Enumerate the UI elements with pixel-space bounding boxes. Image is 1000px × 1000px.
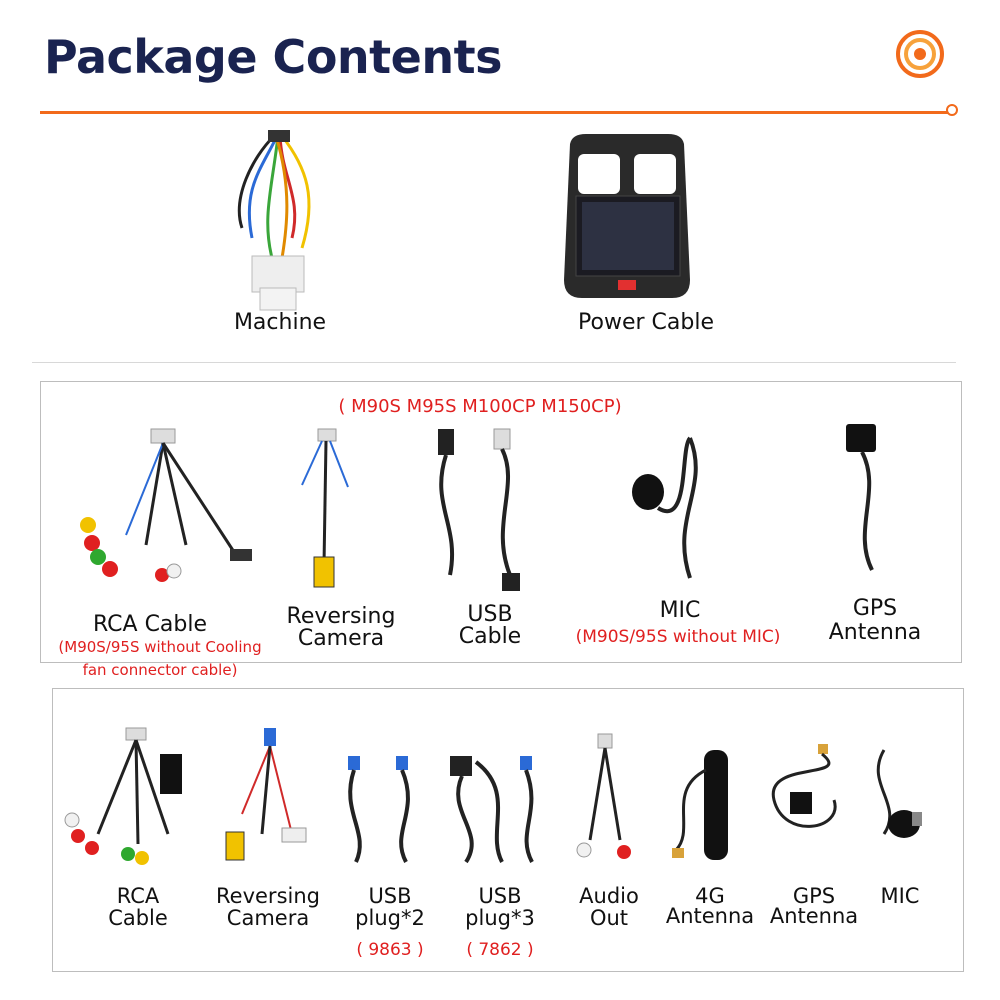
ext-label-audio-2: Out xyxy=(589,906,629,930)
header-divider xyxy=(40,111,950,114)
ext-label-rca-2: Cable xyxy=(108,906,168,930)
item-label-rca-cable: RCA Cable xyxy=(92,612,208,637)
wiring-harness-image xyxy=(237,130,311,311)
item-label-machine: Machine xyxy=(233,310,327,335)
ext-label-4g-1: 4G xyxy=(695,884,725,908)
mic-image xyxy=(632,436,698,579)
ext-label-mic: MIC xyxy=(880,884,920,908)
audio-out-cable-image xyxy=(576,733,631,859)
mic-note: (M90S/95S without MIC) xyxy=(575,627,781,647)
gps-antenna-2-image xyxy=(771,744,837,828)
section-box-extended xyxy=(52,688,964,972)
item-label-reversing-camera-1: Reversing xyxy=(286,604,396,629)
reversing-camera-cable-image xyxy=(301,428,349,588)
usb-plug-3-image xyxy=(450,756,534,864)
rca-note-line1: (M90S/95S without Cooling xyxy=(58,638,262,656)
ext-label-gps-2: Antenna xyxy=(769,904,859,928)
ext-label-reversing-1: Reversing xyxy=(216,884,320,908)
ext-label-rca-1: RCA xyxy=(116,884,160,908)
item-label-usb-cable-1: USB xyxy=(467,602,513,627)
rca-cable-2-image xyxy=(64,727,182,865)
section-divider xyxy=(32,362,956,363)
ext-label-gps-1: GPS xyxy=(792,884,836,908)
item-label-usb-cable-2: Cable xyxy=(458,624,522,649)
page-title: Package Contents xyxy=(44,30,502,84)
brand-logo-icon xyxy=(896,30,944,78)
gps-antenna-image xyxy=(846,424,876,571)
item-label-mic: MIC xyxy=(659,598,701,623)
ext-label-usb3-1: USB xyxy=(478,884,522,908)
ext-usb2-note: ( 9863 ) xyxy=(356,940,424,960)
section-box-standard xyxy=(40,381,962,663)
models-note: ( M90S M95S M100CP M150CP) xyxy=(338,396,622,417)
rca-cable-image xyxy=(80,428,252,582)
reversing-camera-2-image xyxy=(225,728,307,861)
ext-label-usb2-1: USB xyxy=(368,884,412,908)
usb-cable-image xyxy=(438,428,520,591)
item-label-gps-antenna-2: Antenna xyxy=(828,620,922,645)
divider-end-dot xyxy=(946,104,958,116)
item-label-reversing-camera-2: Camera xyxy=(297,626,385,651)
mic-2-image xyxy=(876,749,922,838)
item-label-gps-antenna-1: GPS xyxy=(852,596,898,621)
4g-antenna-image xyxy=(672,750,728,860)
ext-label-usb2-2: plug*2 xyxy=(355,906,425,930)
rca-note-line2: fan connector cable) xyxy=(82,661,238,679)
usb-plug-2-image xyxy=(348,756,410,863)
ext-label-4g-2: Antenna xyxy=(665,904,755,928)
ext-usb3-note: ( 7862 ) xyxy=(466,940,534,960)
item-label-power-cable: Power Cable xyxy=(578,310,714,335)
head-unit-image xyxy=(564,134,690,298)
ext-label-audio-1: Audio xyxy=(579,884,639,908)
ext-label-usb3-2: plug*3 xyxy=(465,906,535,930)
ext-label-reversing-2: Camera xyxy=(226,906,310,930)
